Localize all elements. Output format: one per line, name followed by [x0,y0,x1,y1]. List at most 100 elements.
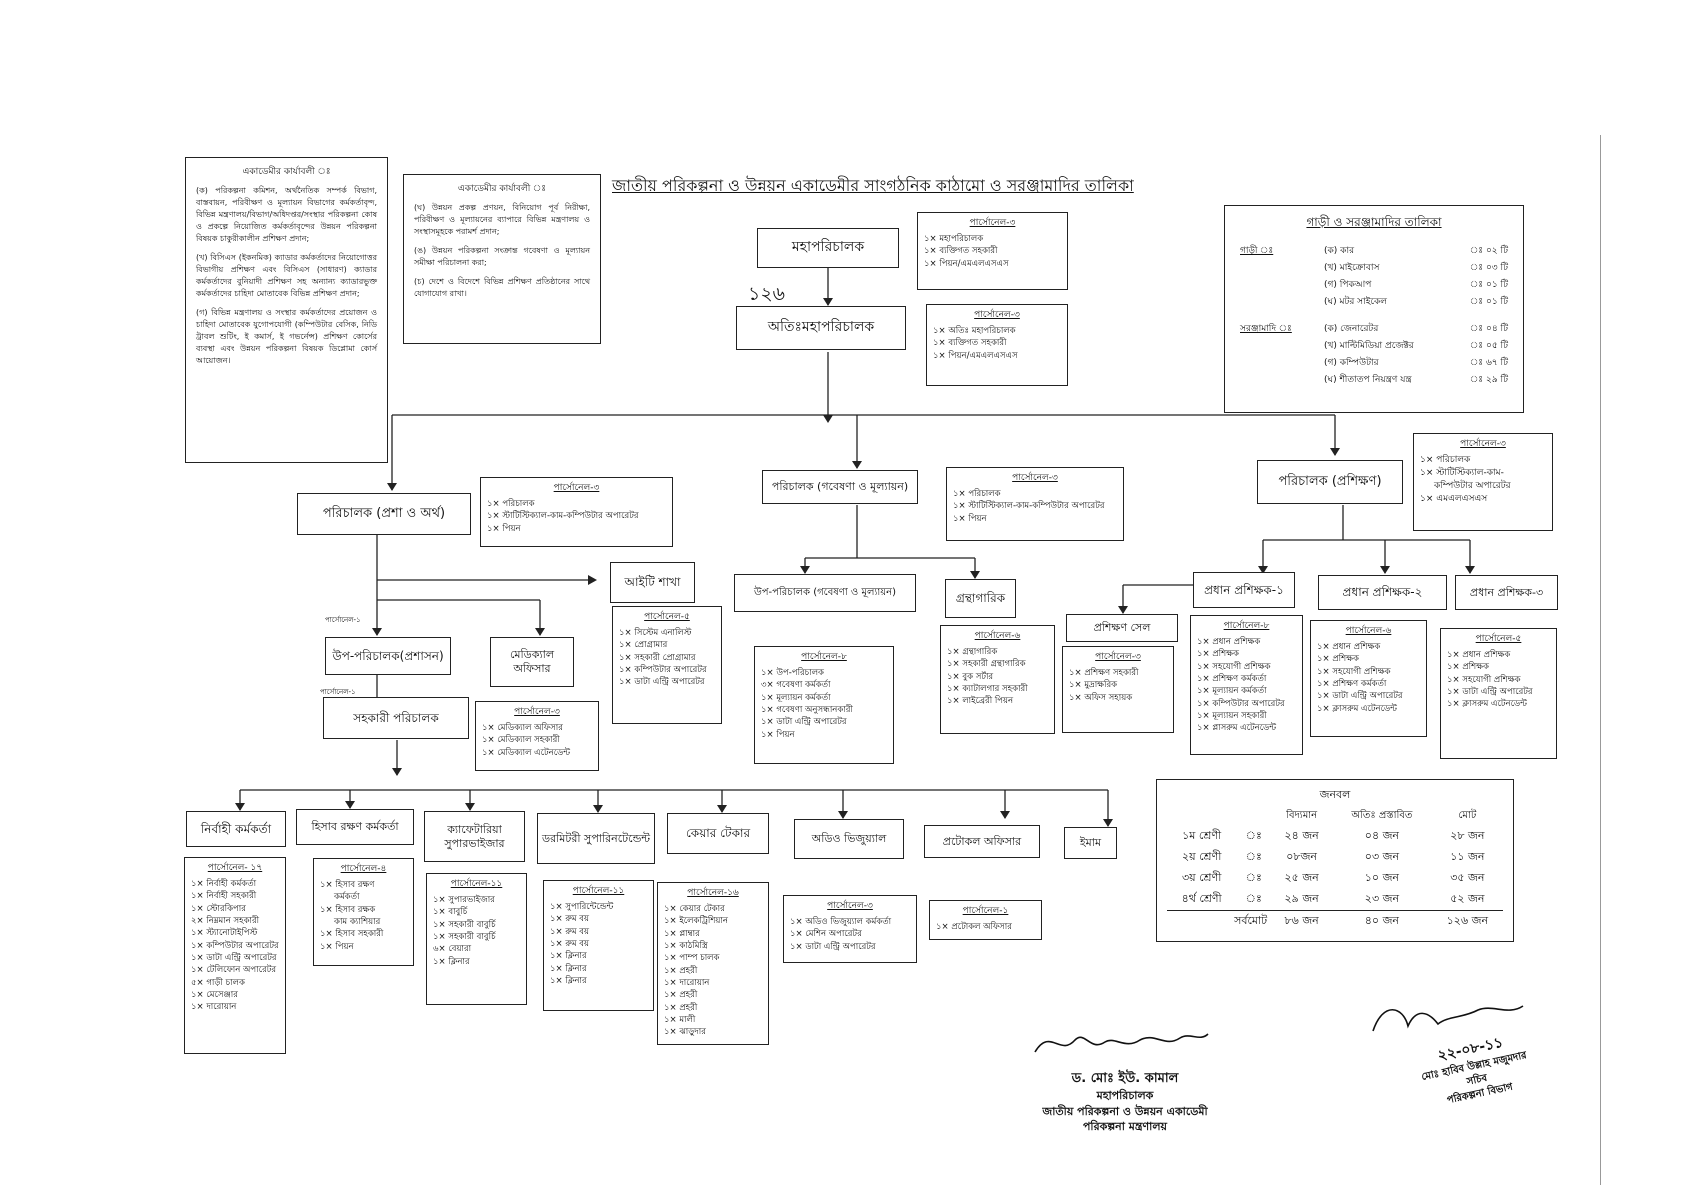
node-chief-instructor-2: প্রধান প্রশিক্ষক-২ [1318,575,1447,610]
table-cell [1237,337,1321,354]
signature-block-director-general: ড. মোঃ ইউ. কামাল মহাপরিচালক জাতীয় পরিকল… [1000,1070,1250,1134]
table-cell: সর্বমোট [1234,914,1268,927]
staff-line: ১× কাঠমিস্ত্রি [664,940,708,951]
staff-line: ১× প্রোগ্রামার [619,640,668,651]
staff-line: ১× মহাপরিচালক [924,234,984,245]
staff-line: ১× মেশিন অপারেটর [790,929,862,940]
table-cell: ঃ [1245,892,1262,905]
node-deputy-director-research: উপ-পরিচালক (গবেষণা ও মূল্যায়ন) [734,574,916,612]
table-cell: (ঘ) শীতাতপ নিয়ন্ত্রণ যন্ত্র [1324,375,1412,385]
table-cell: ঃ ৬৭ টি [1469,358,1508,368]
staff-heading: পার্সোনেল-৩ [514,707,560,717]
staff-line: ১× মালী [664,1014,696,1025]
table-cell [1237,354,1321,371]
manpower-title: জনবল [1319,788,1351,801]
table-cell: ০৮জন [1286,850,1317,863]
table-cell: ঃ ০১ টি [1469,297,1508,307]
staff-line: ১× ক্যাটালগার সহকারী [947,683,1028,694]
staff-line: ১× মুদ্রাক্ষরিক [1069,680,1118,691]
staff-line: ১× কেয়ার টেকার [664,904,725,915]
table-cell [1321,310,1451,320]
staff-heading: পার্সোনেল-৫ [644,612,690,622]
table-cell: ২য় শ্রেণী [1181,850,1222,863]
staff-line: ১× সুপারভাইজার [433,895,495,906]
staff-line: কর্মকর্তা [334,892,360,903]
table-cell: (গ) কম্পিউটার [1324,358,1379,368]
node-director-admin-finance: পরিচালক (প্রশা ও অর্থ) [297,493,471,535]
staff-line: ১× ডাটা এন্ট্রি অপারেটর [761,717,847,728]
handwritten-total: ১২৬ [748,283,786,305]
table-cell: ঃ ০৩ টি [1469,263,1508,273]
manpower-table: জনবল বিদ্যমান অতিঃ প্রস্তাবিত মোট ১ম শ্র… [1156,779,1514,942]
node-librarian: গ্রন্থাগারিক [945,579,1016,618]
function-item: (গ) বিভিন্ন মন্ত্রণালয় ও সংস্থার কর্মকর… [196,307,377,365]
signature-text: ড. মোঃ ইউ. কামাল [1071,1071,1179,1086]
staff-heading: পার্সোনেল-৩ [974,310,1020,320]
staff-box-audio-visual: পার্সোনেল-৩ ১× অডিও ভিজুয়্যাল কর্মকর্তা… [783,895,917,963]
staff-heading: পার্সোনেল-৩ [1460,439,1506,449]
staff-line: ১× প্লাসরুম এটেনডেন্ট [1197,723,1277,734]
staff-line: ১× পাম্প চালক [664,953,720,964]
staff-line: ১× ডাটা এন্ট্রি অপারেটর [1317,691,1403,702]
staff-line: ১× ইলেকট্রিশিয়ান [664,916,728,927]
table-cell: গাড়ী ঃ [1240,246,1274,256]
node-protocol-officer: প্রটোকল অফিসার [924,825,1040,858]
table-cell: ৮৬ জন [1284,914,1319,927]
table-cell: ০৩ জন [1364,850,1400,863]
staff-line: ১× স্টোরকিপার [191,903,246,914]
staff-line: ১× ক্লিনার [550,951,587,962]
node-dormitory-superintendent: ডরমিটরী সুপারিনটেন্ডেন্ট [537,813,655,864]
node-imam: ইমাম [1064,827,1117,859]
table-cell [1237,293,1321,310]
staff-line: ১× সহযোগী প্রশিক্ষক [1317,666,1391,677]
staff-line: ১× ব্যক্তিগত সহকারী [933,338,1007,349]
chart-title: জাতীয় পরিকল্পনা ও উন্নয়ন একাডেমীর সাংগ… [612,176,1134,195]
staff-line: ১× মেডিক্যাল অফিসার [482,723,563,734]
table-cell: (খ) মাইক্রোবাস [1324,263,1380,273]
staff-heading: পার্সোনেল- ১৭ [207,863,263,873]
table-cell: ৩৫ জন [1450,871,1485,884]
staff-line: ১× টেলিফোন অপারেটর [191,965,277,976]
staff-heading: পার্সোনেল-৮ [1223,621,1270,631]
staff-line: ১× সহকারী বাবুর্চি [433,919,496,930]
node-accounts-officer: হিসাব রক্ষণ কর্মকর্তা [296,809,414,845]
table-cell [1237,259,1321,276]
staff-line: ৫× গাড়ী চালক [191,977,245,988]
staff-line: ১× অফিস সহায়ক [1069,692,1133,703]
staff-line: ১× সহযোগী প্রশিক্ষক [1447,674,1521,685]
staff-line: ১× সহকারী প্রোগ্রামার [619,652,696,663]
staff-line: ১× গবেষণা অনুসন্ধানকারী [761,704,853,715]
staff-heading: পার্সোনেল-৩ [1012,473,1058,483]
table-cell [1237,310,1321,320]
staff-box-training-cell: পার্সোনেল-৩ ১× প্রশিক্ষণ সহকারী১× মুদ্রা… [1062,646,1174,733]
node-chief-instructor-3: প্রধান প্রশিক্ষক-৩ [1455,575,1558,610]
staff-line: ২× নিম্নমান সহকারী [191,915,260,926]
function-item: (ঘ) উন্নয়ন প্রকল্প প্রণয়ন, বিনিয়োগ পূ… [414,202,590,236]
staff-line: ১× নির্বাহী সহকারী [191,891,257,902]
staff-line: ১× মূল্যায়ন কর্মকর্তা [761,692,831,703]
function-item: (ঙ) উন্নয়ন পরিকল্পনা সংক্রান্ত গবেষণা ও… [414,245,590,267]
staff-line: ১× গ্রন্থাগারিক [947,647,998,658]
table-cell: ৩য় শ্রেণী [1181,871,1222,884]
staff-line: ১× প্রশিক্ষক [1197,649,1239,660]
table-cell: ঃ [1245,871,1262,884]
header-total: মোট [1458,810,1477,821]
staff-line: ১× প্রহরী [664,1002,698,1013]
function-item: (খ) বিসিএস (ইকনমিক) ক্যাডার কর্মকর্তাদের… [196,252,377,298]
staff-line: ১× প্রটোকল অফিসার [936,922,1012,933]
staff-heading: পার্সোনেল-৩ [553,483,600,493]
staff-line: ১× মেডিক্যাল সহকারী [482,735,560,746]
table-cell: সরঞ্জামাদি ঃ [1240,324,1292,334]
table-cell: (ক) জেনারেটর [1324,324,1379,334]
vehicles-table: গাড়ী ঃ(ক) কারঃ ০২ টি (খ) মাইক্রোবাসঃ ০৩… [1237,242,1511,388]
staff-line: ১× প্রশিক্ষক [1317,654,1359,665]
staff-line: ১× হিসাব রক্ষণ [320,880,375,891]
staff-line: ১× প্রশিক্ষণ সহকারী [1069,668,1139,679]
node-audio-visual: অডিও ভিজুয়্যাল [794,819,904,859]
